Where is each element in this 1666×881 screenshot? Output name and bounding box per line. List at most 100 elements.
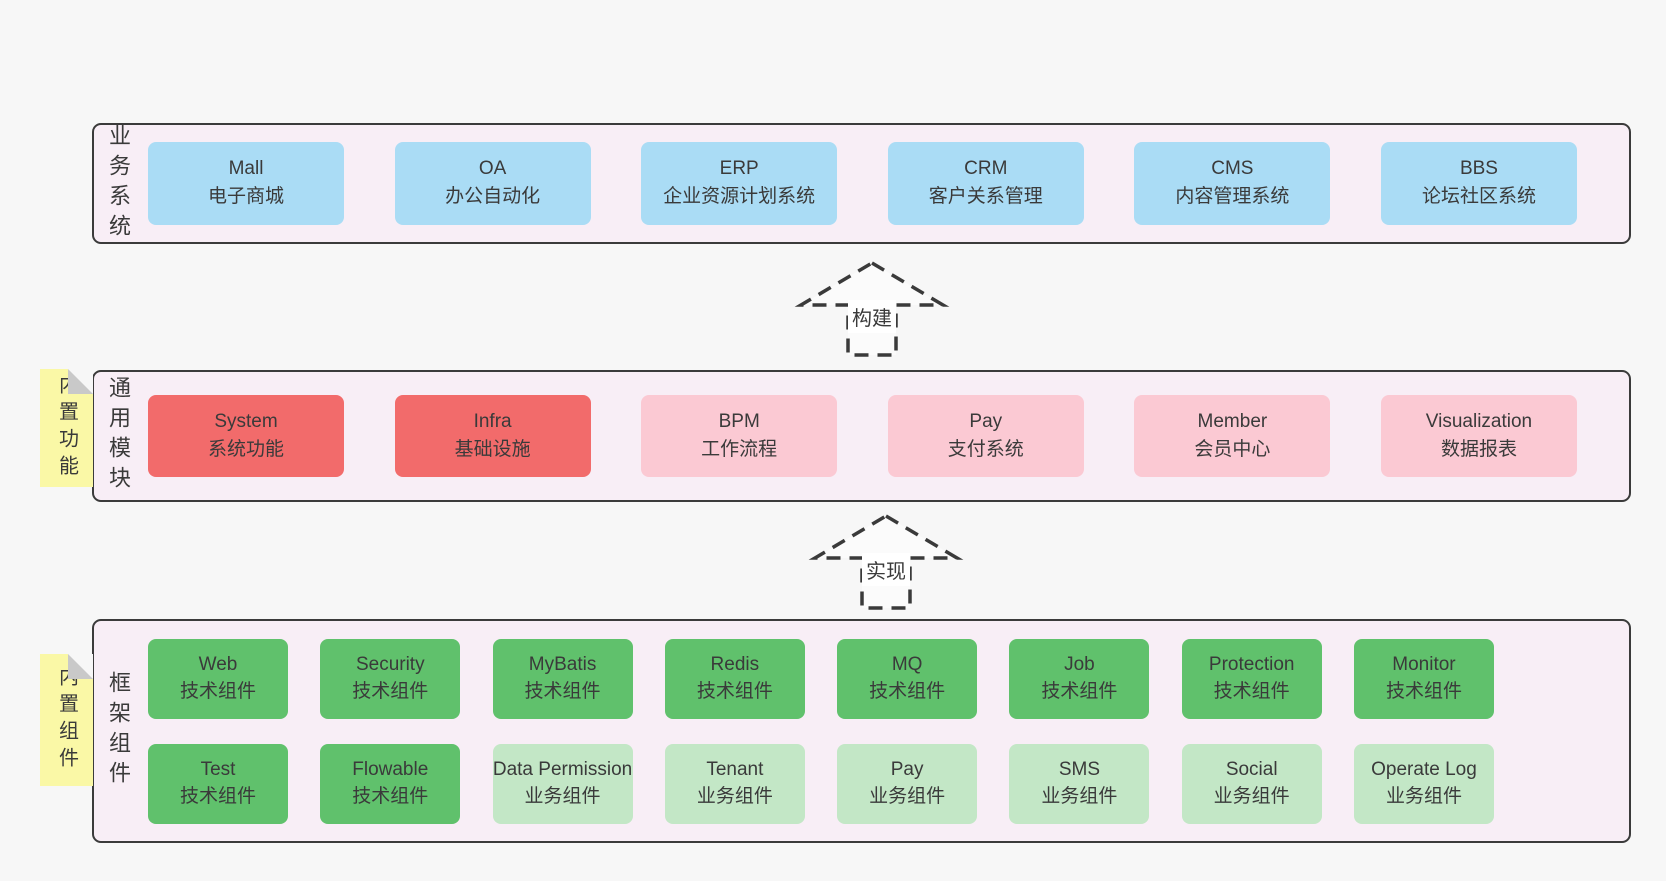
business-cards-row: Mall 电子商城 OA 办公自动化 ERP 企业资源计划系统 CRM 客户关系… (142, 125, 1629, 242)
card-title-cn: 业务组件 (1385, 786, 1462, 807)
card-oa: OA 办公自动化 (394, 142, 591, 225)
panel-label-column: 框架组件 (94, 621, 142, 841)
card-title-cn: 技术组件 (1041, 681, 1118, 702)
card-web: Web 技术组件 (148, 638, 288, 719)
components-row-2: Test 技术组件 Flowable 技术组件 Data Permission … (148, 743, 1494, 824)
card-title-en: BBS (1459, 158, 1498, 180)
arrow-implement-label: 实现 (862, 553, 910, 586)
card-title-cn: 技术组件 (1385, 681, 1462, 702)
arrow-build-label: 构建 (848, 300, 896, 333)
card-title-cn: 技术组件 (179, 786, 256, 807)
card-title-en: Data Permission (492, 759, 633, 781)
card-title-cn: 数据报表 (1440, 438, 1517, 460)
card-title-en: Mall (228, 158, 264, 180)
card-title-en: Visualization (1425, 410, 1533, 432)
card-title-cn: 业务组件 (524, 786, 601, 807)
card-title-cn: 业务组件 (1213, 786, 1290, 807)
framework-components-panel: 框架组件 Web 技术组件 Security 技术组件 MyBatis 技术组件… (92, 619, 1631, 843)
card-redis: Redis 技术组件 (664, 638, 805, 719)
card-infra: Infra 基础设施 (394, 395, 591, 477)
card-title-en: Flowable (352, 759, 429, 781)
card-title-en: Member (1197, 410, 1268, 432)
card-title-en: ERP (719, 158, 759, 180)
card-title-cn: 论坛社区系统 (1421, 186, 1536, 207)
card-title-cn: 技术组件 (524, 681, 601, 702)
card-title-cn: 办公自动化 (445, 186, 541, 207)
card-title-cn: 会员中心 (1194, 438, 1271, 460)
modules-panel-label: 通用模块 (106, 376, 131, 496)
card-title-en: Monitor (1392, 654, 1456, 676)
card-title-en: Security (355, 654, 425, 676)
card-title-cn: 业务组件 (1041, 786, 1118, 807)
components-panel-label: 框架组件 (106, 671, 131, 791)
sticky-note-label: 内置组件 (55, 666, 78, 774)
card-title-cn: 技术组件 (696, 681, 773, 702)
arrow-build: 构建 (792, 258, 952, 360)
card-title-en: Web (198, 654, 238, 676)
card-job: Job 技术组件 (1009, 638, 1150, 719)
card-mall: Mall 电子商城 (148, 142, 344, 225)
card-title-en: Protection (1208, 654, 1295, 676)
card-title-en: SMS (1058, 759, 1100, 781)
panel-label-column: 通用模块 (94, 372, 142, 500)
card-title-en: Job (1064, 654, 1095, 676)
card-mq: MQ 技术组件 (837, 638, 978, 719)
sticky-note-builtin-components: 内置组件 (40, 654, 93, 786)
card-mybatis: MyBatis 技术组件 (492, 638, 633, 719)
card-title-en: Social (1225, 759, 1278, 781)
card-title-en: Tenant (706, 759, 764, 781)
card-operate-log: Operate Log 业务组件 (1353, 743, 1494, 824)
card-pay-business: Pay 业务组件 (837, 743, 978, 824)
sticky-note-label: 内置功能 (55, 374, 78, 482)
card-title-cn: 技术组件 (869, 681, 946, 702)
card-title-cn: 客户关系管理 (928, 186, 1043, 207)
business-panel-label: 业务系统 (106, 123, 131, 244)
modules-cards-row: System 系统功能 Infra 基础设施 BPM 工作流程 Pay 支付系统… (142, 372, 1629, 500)
card-title-cn: 业务组件 (696, 786, 773, 807)
card-title-cn: 工作流程 (701, 438, 778, 460)
card-title-cn: 内容管理系统 (1175, 186, 1290, 207)
card-title-cn: 技术组件 (352, 681, 429, 702)
components-row-1: Web 技术组件 Security 技术组件 MyBatis 技术组件 Redi… (148, 638, 1494, 719)
components-cards-rows: Web 技术组件 Security 技术组件 MyBatis 技术组件 Redi… (142, 621, 1629, 841)
card-title-en: Pay (969, 410, 1003, 432)
card-title-cn: 支付系统 (947, 438, 1024, 460)
card-title-en: Redis (710, 654, 760, 676)
card-erp: ERP 企业资源计划系统 (641, 142, 838, 225)
card-title-en: Test (200, 759, 236, 781)
card-tenant: Tenant 业务组件 (664, 743, 805, 824)
card-title-en: MyBatis (528, 654, 597, 676)
card-title-en: OA (478, 158, 507, 180)
card-title-cn: 基础设施 (454, 438, 531, 460)
card-title-en: Infra (473, 410, 512, 432)
card-security: Security 技术组件 (320, 638, 461, 719)
card-bbs: BBS 论坛社区系统 (1380, 142, 1577, 225)
card-title-en: Pay (890, 759, 924, 781)
card-title-cn: 业务组件 (869, 786, 946, 807)
business-systems-panel: 业务系统 Mall 电子商城 OA 办公自动化 ERP 企业资源计划系统 CRM… (92, 123, 1631, 244)
card-title-en: MQ (891, 654, 923, 676)
card-title-cn: 系统功能 (207, 438, 284, 460)
common-modules-panel: 通用模块 System 系统功能 Infra 基础设施 BPM 工作流程 Pay… (92, 370, 1631, 502)
card-pay: Pay 支付系统 (887, 395, 1084, 477)
sticky-note-builtin-features: 内置功能 (40, 369, 93, 487)
card-title-en: System (214, 410, 278, 432)
card-title-en: Operate Log (1371, 759, 1477, 781)
card-title-cn: 技术组件 (179, 681, 256, 702)
card-cms: CMS 内容管理系统 (1134, 142, 1331, 225)
card-title-cn: 企业资源计划系统 (663, 186, 816, 207)
card-system: System 系统功能 (148, 395, 344, 477)
card-crm: CRM 客户关系管理 (887, 142, 1084, 225)
panel-label-column: 业务系统 (94, 123, 142, 244)
card-sms: SMS 业务组件 (1009, 743, 1150, 824)
card-title-en: CMS (1211, 158, 1254, 180)
card-protection: Protection 技术组件 (1181, 638, 1322, 719)
card-social: Social 业务组件 (1181, 743, 1322, 824)
card-title-cn: 电子商城 (207, 186, 284, 207)
card-title-en: CRM (964, 158, 1008, 180)
card-monitor: Monitor 技术组件 (1353, 638, 1494, 719)
card-flowable: Flowable 技术组件 (320, 743, 461, 824)
card-title-cn: 技术组件 (352, 786, 429, 807)
card-title-cn: 技术组件 (1213, 681, 1290, 702)
